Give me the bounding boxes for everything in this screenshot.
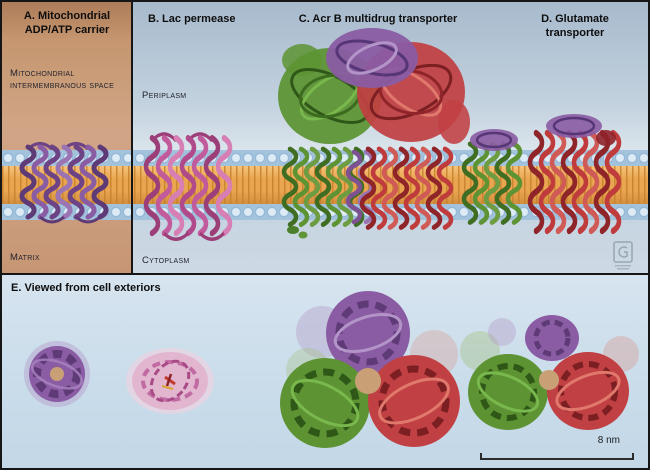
panel-a-title: A. Mitochondrial ADP/ATP carrier [23, 10, 111, 37]
protein-acrb-periplasmic-domain [278, 28, 470, 144]
protein-lac-permease-side [146, 132, 230, 242]
publisher-watermark-icon [613, 241, 633, 270]
label-matrix: Matrix [10, 252, 40, 263]
substrate-molecules [287, 226, 308, 239]
panel-e-title: E. Viewed from cell exteriors [11, 282, 161, 294]
protein-acrb-membrane-domain [284, 149, 451, 227]
scale-bar: 8 nm [480, 435, 634, 462]
top-view-adp-atp-carrier [24, 341, 90, 407]
top-view-lac-permease [126, 348, 214, 414]
top-view-acrb-trimer [280, 291, 460, 448]
panel-d-title: D. Glutamate transporter [541, 13, 609, 40]
label-mitochondrial-intermembranous-space: Mitochondrial intermembranous space [10, 68, 115, 92]
top-view-glutamate-trimer [460, 315, 639, 430]
label-cytoplasm: Cytoplasm [142, 255, 190, 266]
protein-glutamate-transporter-side [464, 114, 619, 231]
panel-a-divider [131, 2, 133, 273]
scale-bar-line [480, 453, 634, 460]
label-periplasm: Periplasm [142, 90, 187, 101]
panel-c-title: C. Acr B multidrug transporter [298, 13, 458, 25]
protein-adp-atp-carrier-side [22, 142, 106, 224]
panel-b-title: B. Lac permease [148, 13, 236, 25]
panel-a-background [2, 2, 131, 273]
scale-bar-label: 8 nm [597, 435, 620, 446]
